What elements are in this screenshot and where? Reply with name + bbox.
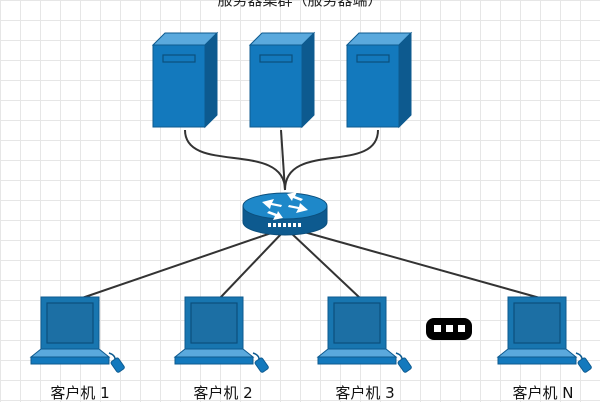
more-clients-ellipsis-icon [426,318,472,340]
link-client-1 [81,229,281,299]
router-icon[interactable] [242,192,328,236]
link-client-3 [289,231,361,299]
link-client-2 [219,231,284,299]
client-1[interactable] [30,296,126,374]
server-3[interactable] [346,32,412,128]
client-links [81,229,541,299]
link-server-1 [184,129,286,191]
link-client-n [296,229,541,299]
link-server-2 [280,129,286,191]
server-links [184,129,379,191]
client-label-3: 客户机 3 [335,384,395,402]
diagram-title: 服务器集群（服务器端） [217,0,383,9]
client-3[interactable] [317,296,413,374]
client-label-n: 客户机 N [512,384,574,402]
server-1[interactable] [152,32,218,128]
client-label-2: 客户机 2 [193,384,253,402]
server-2[interactable] [249,32,315,128]
client-2[interactable] [174,296,270,374]
client-n[interactable] [497,296,593,374]
router-ports [268,223,301,227]
link-server-3 [284,129,379,191]
router-arrows-icon [262,192,308,220]
client-label-1: 客户机 1 [50,384,110,402]
